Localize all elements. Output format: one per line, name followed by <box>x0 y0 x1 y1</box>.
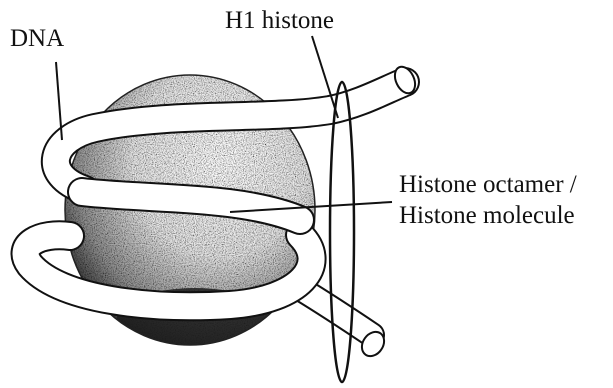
histone-octamer-label-line1: Histone octamer / <box>399 170 577 199</box>
h1-histone-label: H1 histone <box>225 6 334 35</box>
histone-octamer-label-line2: Histone molecule <box>399 201 575 230</box>
h1-histone-shape <box>330 82 354 382</box>
dna-label: DNA <box>10 24 64 53</box>
